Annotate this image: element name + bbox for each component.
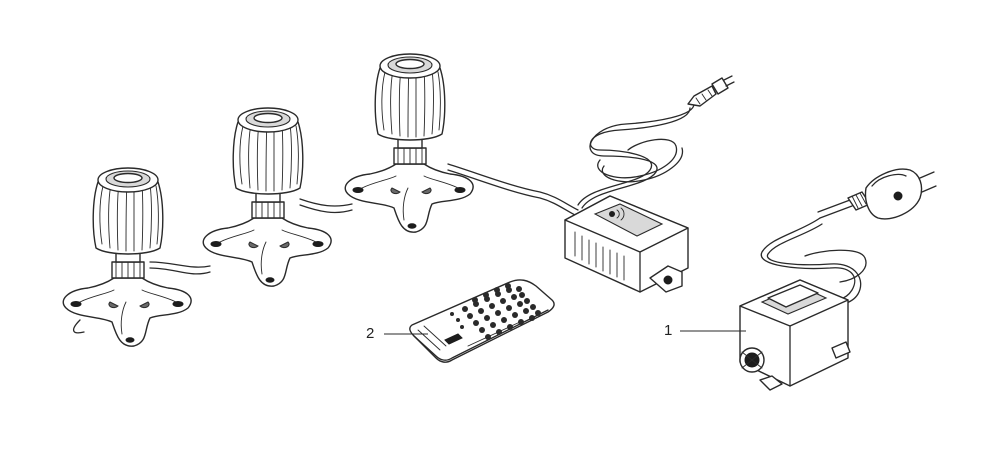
cable-2b <box>299 198 353 207</box>
controller-box <box>564 75 735 293</box>
spotlight-left <box>62 167 192 347</box>
spotlight-middle <box>202 107 332 287</box>
remote-control <box>409 279 555 363</box>
remote-buttons <box>450 283 541 340</box>
callout-label-1: 1 <box>664 322 673 339</box>
cable-3 <box>447 169 576 216</box>
cable-1 <box>149 267 211 275</box>
cable-2 <box>299 204 353 214</box>
cable-lead <box>73 319 85 334</box>
callout-label-2: 2 <box>366 325 375 342</box>
cable-1b <box>149 261 211 268</box>
transformer <box>739 168 937 391</box>
spotlight-right <box>344 53 474 233</box>
cable-3b <box>447 163 579 211</box>
